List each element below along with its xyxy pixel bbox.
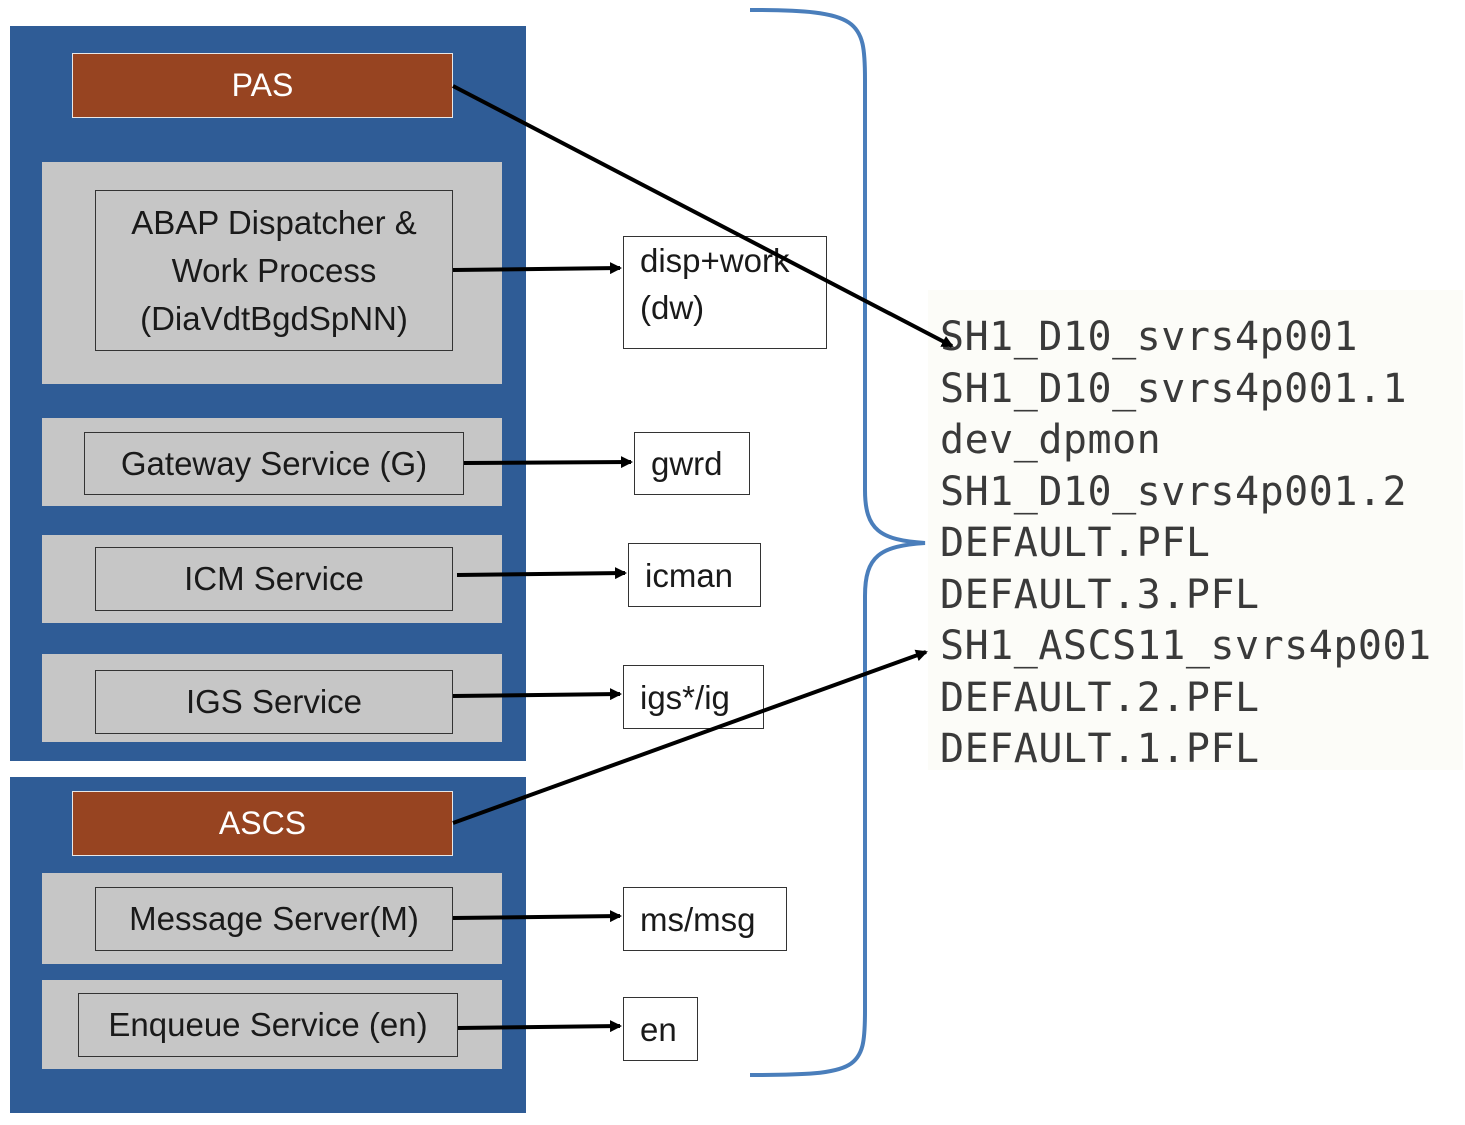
icm-box: ICM Service <box>95 547 453 611</box>
icman-target: icman <box>628 543 761 607</box>
pas-panel <box>10 26 526 761</box>
igs-box: IGS Service <box>95 670 453 734</box>
igs-target: igs*/ig <box>623 665 764 729</box>
profile-file-list: SH1_D10_svrs4p001 SH1_D10_svrs4p001.1 de… <box>928 290 1463 772</box>
file-item: DEFAULT.PFL <box>940 520 1211 566</box>
disp-work-target-line-2: (dw) <box>640 289 705 326</box>
gwrd-target: gwrd <box>634 432 750 495</box>
ms-msg-target: ms/msg <box>623 887 787 951</box>
ascs-header: ASCS <box>72 791 453 856</box>
en-target: en <box>623 997 698 1061</box>
file-item: SH1_D10_svrs4p001.1 <box>940 365 1408 412</box>
dispatcher-label-line-2: Work Process <box>171 251 377 289</box>
file-item: SH1_D10_svrs4p001 <box>940 314 1358 360</box>
dispatcher-label-line-1: ABAP Dispatcher & <box>131 203 417 241</box>
pas-header: PAS <box>72 53 453 118</box>
file-item: DEFAULT.2.PFL <box>940 674 1260 721</box>
disp-work-target: disp+work (dw) <box>623 236 827 349</box>
file-item: SH1_D10_svrs4p001.2 <box>940 468 1408 515</box>
file-item: DEFAULT.3.PFL <box>940 571 1260 618</box>
enqueue-box: Enqueue Service (en) <box>78 993 458 1057</box>
file-item: dev_dpmon <box>940 417 1162 463</box>
message-box: Message Server(M) <box>95 887 453 951</box>
file-item: SH1_ASCS11_svrs4p001 <box>940 623 1432 669</box>
file-item: DEFAULT.1.PFL <box>940 726 1260 772</box>
dispatcher-label-line-3: (DiaVdtBgdSpNN) <box>140 299 408 337</box>
disp-work-target-line-1: disp+work <box>640 242 790 279</box>
dispatcher-box: ABAP Dispatcher & Work Process (DiaVdtBg… <box>95 190 453 351</box>
gateway-box: Gateway Service (G) <box>84 432 464 495</box>
